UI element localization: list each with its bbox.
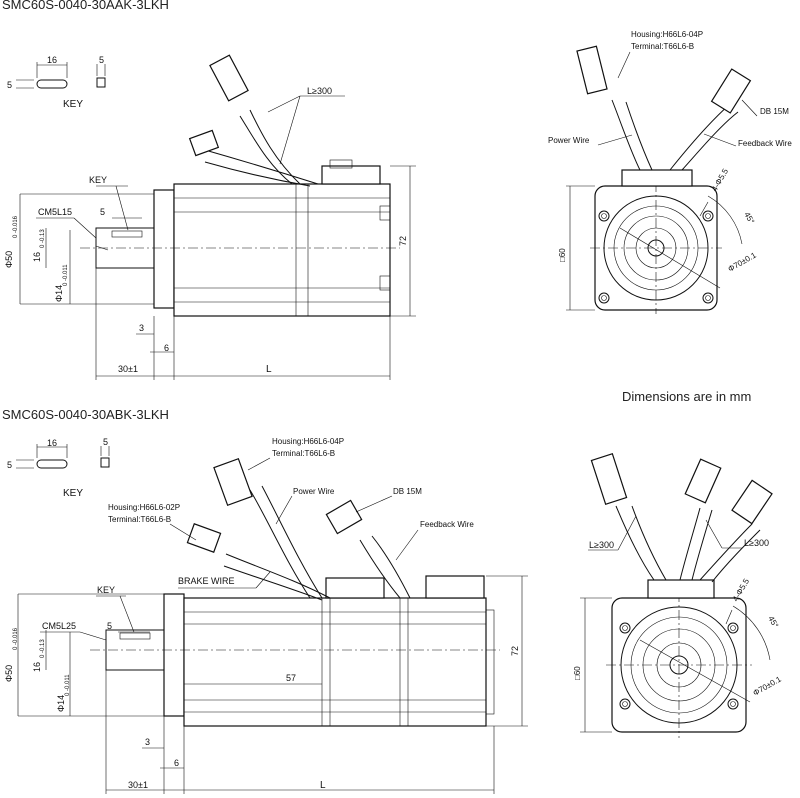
shaft-tol-top: 0 -0.011 <box>63 264 69 286</box>
motor-end-view-bottom: L≥300 L≥300 4-Φ5.5 45° □60 Φ70±0.1 <box>573 452 784 738</box>
db-label-b: DB 15M <box>393 487 422 496</box>
spigot-dia-b: Φ50 <box>4 665 14 682</box>
cable-length-top: L≥300 <box>307 86 332 96</box>
key-width-dim-b: 5 <box>107 621 112 631</box>
body-length-top: L <box>266 364 272 375</box>
thread-label-bottom: CM5L25 <box>42 621 76 631</box>
spigot-tol-b: 0 -0.016 <box>13 627 19 650</box>
terminal-brake-b: Terminal:T66L6-B <box>108 515 171 524</box>
flange-6-top: 6 <box>164 343 169 353</box>
key-length-label: 16 <box>47 55 57 65</box>
housing-label-top: Housing:H66L6-04P <box>631 30 703 39</box>
key-width-dim-top: 5 <box>100 207 105 217</box>
key-detail-bottom: 16 5 KEY 5 <box>7 437 110 499</box>
cable-right-b: L≥300 <box>744 538 769 548</box>
model-title-top: SMC60S-0040-30AAK-3LKH <box>2 0 169 12</box>
terminal-power-b: Terminal:T66L6-B <box>272 449 335 458</box>
feedback-wire-label-top: Feedback Wire <box>738 139 792 148</box>
housing-power-b: Housing:H66L6-04P <box>272 437 344 446</box>
flange-3-b: 3 <box>145 737 150 747</box>
shaft-length-top: 30±1 <box>118 364 138 374</box>
pcd-label-b: Φ70±0.1 <box>752 674 784 697</box>
square-label-top: □60 <box>558 248 567 262</box>
motor-side-view-top: KEY CM5L15 5 Φ50 0 -0.016 16 0 -0.13 Φ14… <box>4 54 416 380</box>
key-width-label: 5 <box>99 55 104 65</box>
height-dim-top: 72 <box>398 236 408 246</box>
cable-left-b: L≥300 <box>589 540 614 550</box>
angle-label-top: 45° <box>742 211 756 226</box>
key-length-label-b: 16 <box>47 438 57 448</box>
power-wire-label-top: Power Wire <box>548 136 590 145</box>
flange-3-top: 3 <box>139 323 144 333</box>
key-width-label-b: 5 <box>103 437 108 447</box>
spigot-dia-top: Φ50 <box>4 251 14 268</box>
flange-6-b: 6 <box>174 758 179 768</box>
brake-wire-b: BRAKE WIRE <box>178 576 235 586</box>
key-leader-label-bottom: KEY <box>97 585 115 595</box>
height-dim-b: 72 <box>510 646 520 656</box>
pcd-label-top: Φ70±0.1 <box>727 250 759 273</box>
thread-label-top: CM5L15 <box>38 207 72 217</box>
shaft-dia-top: Φ14 <box>54 285 64 302</box>
key-depth-tol-b: 0 -0.13 <box>40 639 46 658</box>
shaft-length-b: 30±1 <box>128 780 148 790</box>
key-leader-label-top: KEY <box>89 175 107 185</box>
angle-label-b: 45° <box>766 615 780 630</box>
square-label-b: □60 <box>573 666 582 680</box>
key-depth-top: 16 <box>32 252 42 262</box>
terminal-label-top: Terminal:T66L6-B <box>631 42 694 51</box>
key-height-label-b: 5 <box>7 460 12 470</box>
shaft-tol-b: 0 -0.011 <box>65 674 71 696</box>
key-caption-bottom: KEY <box>63 488 83 499</box>
power-wire-b: Power Wire <box>293 487 335 496</box>
housing-brake-b: Housing:H66L6-02P <box>108 503 180 512</box>
key-depth-tol-top: 0 -0.13 <box>40 229 46 248</box>
key-depth-b: 16 <box>32 662 42 672</box>
model-title-bottom: SMC60S-0040-30ABK-3LKH <box>2 407 169 422</box>
holes-label-top: 4-Φ5.5 <box>710 167 730 193</box>
motor-end-view-top: Housing:H66L6-04P Terminal:T66L6-B DB 15… <box>548 30 792 314</box>
mid-length-b: 57 <box>286 673 296 683</box>
spigot-tol-top: 0 -0.016 <box>13 215 19 238</box>
feedback-wire-b: Feedback Wire <box>420 520 474 529</box>
key-detail-top: 16 5 KEY 5 <box>7 55 106 110</box>
key-height-label: 5 <box>7 80 12 90</box>
units-note: Dimensions are in mm <box>622 389 752 404</box>
body-length-b: L <box>320 780 326 791</box>
shaft-dia-b: Φ14 <box>56 695 66 712</box>
key-caption-top: KEY <box>63 99 83 110</box>
motor-side-view-bottom: Housing:H66L6-04P Terminal:T66L6-B Housi… <box>4 437 528 794</box>
db-label-top: DB 15M <box>760 107 789 116</box>
